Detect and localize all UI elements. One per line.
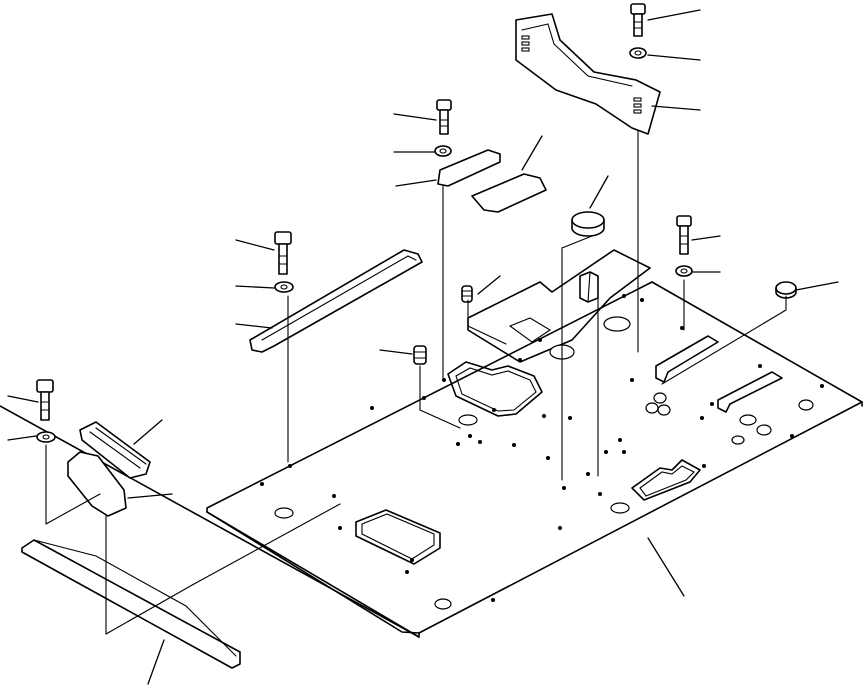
plug xyxy=(571,211,605,237)
floor-opening-rear xyxy=(447,361,543,417)
grommet xyxy=(461,285,473,303)
knob xyxy=(775,281,797,299)
grommet xyxy=(413,345,427,365)
spacer-block xyxy=(579,271,599,303)
floor-holes xyxy=(260,294,824,610)
floor-plate xyxy=(0,249,863,638)
bolt xyxy=(36,379,54,421)
floor-tower xyxy=(467,249,651,363)
cover-plate xyxy=(437,149,547,213)
leader-lines xyxy=(7,9,839,685)
floor-pocket-right xyxy=(631,459,701,501)
bracket xyxy=(655,335,783,413)
assembly-lines xyxy=(45,129,787,635)
bolt xyxy=(630,3,646,37)
washer xyxy=(274,281,294,293)
pedal xyxy=(67,421,151,517)
bolt xyxy=(274,231,292,275)
rear-side-panel xyxy=(515,13,661,135)
washer xyxy=(434,145,452,157)
bolt xyxy=(436,99,452,135)
washer xyxy=(36,431,56,443)
rail xyxy=(249,249,423,353)
rail xyxy=(21,539,241,669)
panel-slots xyxy=(521,35,642,114)
floor-opening-front xyxy=(355,509,441,565)
washer xyxy=(629,47,647,59)
bolt xyxy=(676,215,692,255)
washer xyxy=(675,265,693,277)
